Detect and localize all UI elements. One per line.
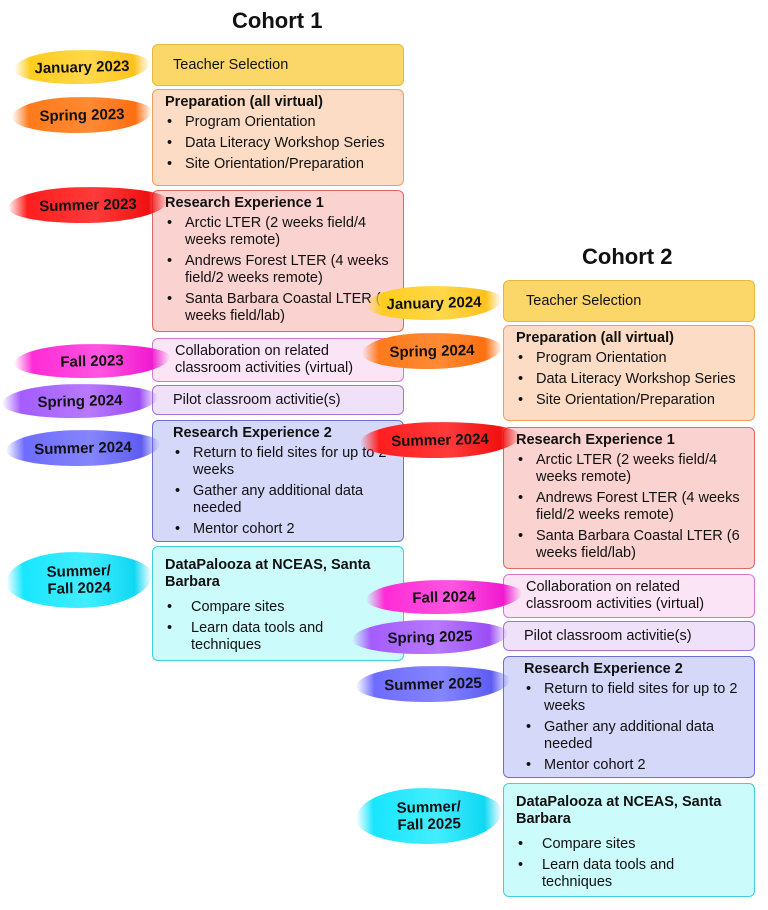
- list-item: Learn data tools and techniques: [165, 620, 391, 654]
- research-experience-1-heading: Research Experience 1: [165, 195, 324, 211]
- list-item: Santa Barbara Coastal LTER (6 weeks fiel…: [165, 291, 391, 325]
- list-item: Program Orientation: [516, 350, 742, 367]
- datapalooza-heading: DataPalooza at NCEAS, Santa Barbara: [165, 557, 371, 590]
- cohort-1-research-experience-1-box: Research Experience 1 Arctic LTER (2 wee…: [152, 190, 404, 332]
- list-item: Arctic LTER (2 weeks field/4 weeks remot…: [516, 452, 742, 486]
- list-item: Santa Barbara Coastal LTER (6 weeks fiel…: [516, 528, 742, 562]
- research-experience-2-heading: Research Experience 2: [173, 425, 332, 441]
- list-item: Return to field sites for up to 2 weeks: [524, 681, 742, 715]
- cohort-1-preparation-box: Preparation (all virtual) Program Orient…: [152, 89, 404, 186]
- datapalooza-heading: DataPalooza at NCEAS, Santa Barbara: [516, 794, 722, 827]
- research-experience-1-heading: Research Experience 1: [516, 432, 675, 448]
- cohort-1-spring-2024-label: Spring 2024: [1, 381, 159, 421]
- list-item: Andrews Forest LTER (4 weeks field/2 wee…: [516, 490, 742, 524]
- teacher-selection-text: Teacher Selection: [526, 292, 642, 309]
- preparation-heading: Preparation (all virtual): [516, 330, 674, 346]
- cohort-2-research-experience-2-box: Research Experience 2 Return to field si…: [503, 656, 755, 778]
- list-item: Gather any additional data needed: [524, 719, 742, 753]
- list-item: Return to field sites for up to 2 weeks: [173, 445, 391, 479]
- cohort-2-datapalooza-box: DataPalooza at NCEAS, Santa Barbara Comp…: [503, 783, 755, 897]
- cohort-2-collaboration-box: Collaboration on related classroom activ…: [503, 574, 755, 618]
- list-item: Compare sites: [516, 836, 742, 853]
- list-item: Andrews Forest LTER (4 weeks field/2 wee…: [165, 253, 391, 287]
- cohort-1-collaboration-box: Collaboration on related classroom activ…: [152, 338, 404, 382]
- cohort-2-preparation-box: Preparation (all virtual) Program Orient…: [503, 325, 755, 421]
- list-item: Arctic LTER (2 weeks field/4 weeks remot…: [165, 215, 391, 249]
- list-item: Site Orientation/Preparation: [516, 392, 742, 409]
- list-item: Compare sites: [165, 599, 391, 616]
- list-item: Data Literacy Workshop Series: [165, 135, 391, 152]
- list-item: Learn data tools and techniques: [516, 857, 742, 891]
- list-item: Data Literacy Workshop Series: [516, 371, 742, 388]
- cohort-1-fall-2023-label: Fall 2023: [13, 341, 171, 381]
- cohort-2-title: Cohort 2: [582, 244, 673, 269]
- cohort-1-summer-2024-label: Summer 2024: [5, 427, 161, 469]
- cohort-2-summer-2025-label: Summer 2025: [355, 663, 511, 705]
- collaboration-text: Collaboration on related classroom activ…: [526, 579, 705, 612]
- cohort-1-summer-2023-label: Summer 2023: [7, 184, 169, 226]
- collaboration-text: Collaboration on related classroom activ…: [175, 343, 354, 376]
- preparation-heading: Preparation (all virtual): [165, 94, 323, 110]
- cohort-1-title: Cohort 1: [232, 8, 323, 33]
- cohort-2-teacher-selection-box: Teacher Selection: [503, 280, 755, 322]
- pilot-text: Pilot classroom activitie(s): [173, 391, 341, 408]
- cohort-1-summer-fall-2024-label: Summer/Fall 2024: [5, 550, 153, 610]
- cohort-2-summer-fall-2025-label: Summer/Fall 2025: [355, 786, 503, 846]
- cohort-2-pilot-box: Pilot classroom activitie(s): [503, 621, 755, 651]
- cohort-2-research-experience-1-box: Research Experience 1 Arctic LTER (2 wee…: [503, 427, 755, 569]
- list-item: Mentor cohort 2: [173, 521, 391, 538]
- pilot-text: Pilot classroom activitie(s): [524, 627, 692, 644]
- cohort-1-january-2023-label: January 2023: [13, 48, 151, 86]
- cohort-1-teacher-selection-box: Teacher Selection: [152, 44, 404, 86]
- research-experience-2-heading: Research Experience 2: [524, 661, 683, 677]
- teacher-selection-text: Teacher Selection: [173, 56, 289, 73]
- list-item: Gather any additional data needed: [173, 483, 391, 517]
- list-item: Site Orientation/Preparation: [165, 156, 391, 173]
- list-item: Program Orientation: [165, 114, 391, 131]
- cohort-1-spring-2023-label: Spring 2023: [11, 95, 153, 135]
- list-item: Mentor cohort 2: [524, 757, 742, 774]
- cohort-1-pilot-box: Pilot classroom activitie(s): [152, 385, 404, 415]
